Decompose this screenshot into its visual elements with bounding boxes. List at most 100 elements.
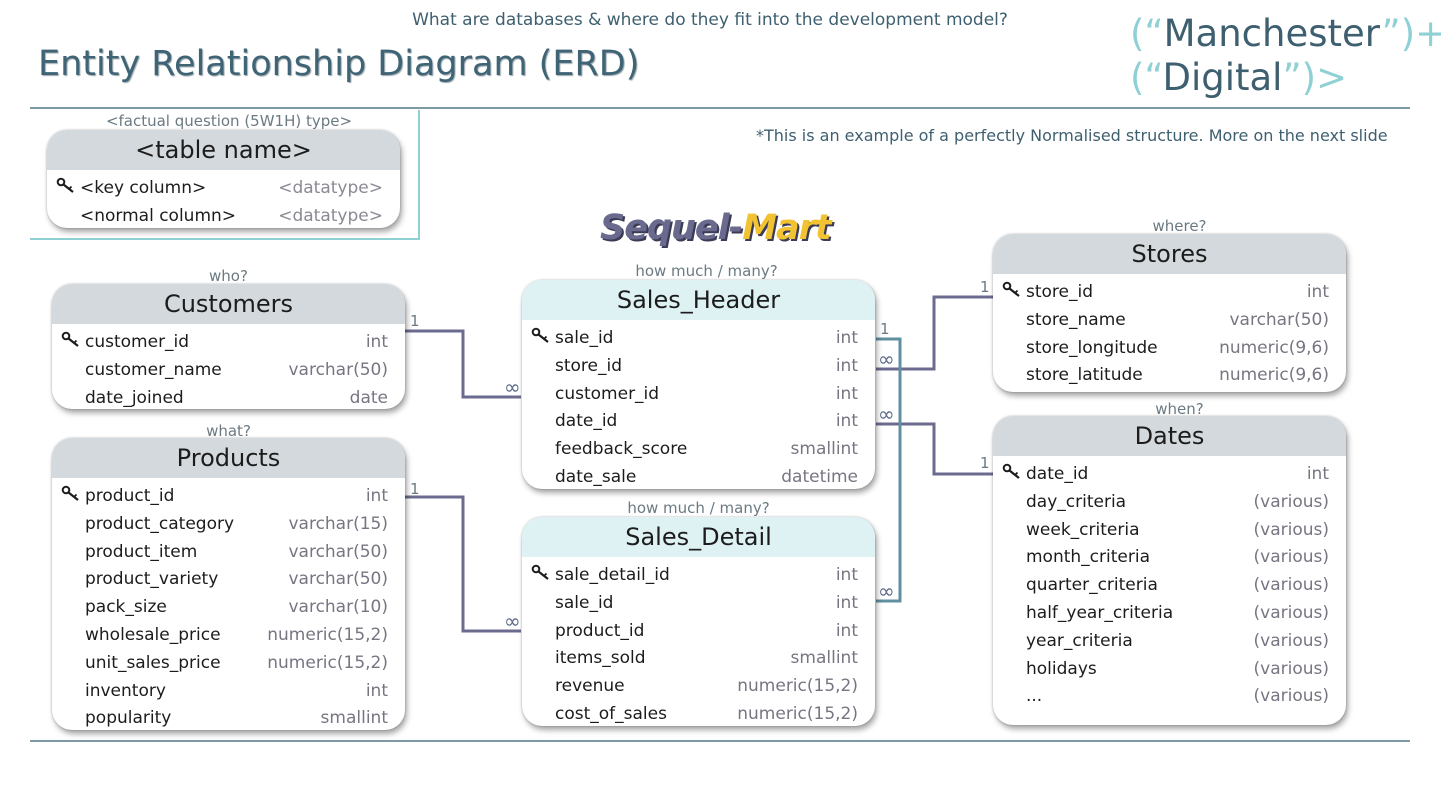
- primary-key-icon: [530, 325, 552, 353]
- table-row: half_year_criteria (various): [993, 600, 1346, 628]
- rel-customers-salesheader: [404, 329, 521, 399]
- column-name: sale_id: [555, 328, 614, 348]
- logo-part-1: Sequel-: [600, 208, 743, 248]
- column-name: holidays: [1026, 658, 1097, 679]
- column-datatype: (various): [1253, 602, 1330, 623]
- table-row: <key column><datatype>: [47, 175, 400, 203]
- stores-question: where?: [1152, 217, 1207, 235]
- card-products-one: 1: [410, 480, 420, 498]
- table-row: customer_name varchar(50): [52, 357, 405, 385]
- sequel-mart-logo: Sequel-Mart: [600, 208, 832, 248]
- primary-key-icon: [60, 329, 82, 357]
- table-row: holidays (various): [993, 656, 1346, 684]
- column-name: revenue: [555, 676, 625, 697]
- column-datatype: varchar(50): [1229, 309, 1329, 330]
- card-salesdetail-many-sale: ∞: [878, 579, 895, 603]
- legend-table: <table name> <key column><datatype><norm…: [47, 130, 400, 228]
- primary-key-icon: [1001, 279, 1023, 307]
- logo-part-2: Mart: [742, 208, 831, 248]
- table-row: <normal column> <datatype>: [47, 203, 400, 228]
- card-salesheader-many-date: ∞: [878, 402, 895, 426]
- column-name: half_year_criteria: [1026, 602, 1174, 623]
- column-name: product_variety: [85, 569, 219, 590]
- column-name: store_longitude: [1026, 337, 1158, 358]
- column-name: product_id: [555, 620, 645, 641]
- brand-word-1: Manchester: [1163, 12, 1382, 55]
- column-datatype: int: [365, 332, 388, 352]
- column-name: month_criteria: [1026, 547, 1150, 568]
- column-datatype: <datatype>: [278, 205, 383, 226]
- table-row: date_sale datetime: [522, 464, 875, 489]
- column-datatype: (various): [1253, 658, 1330, 679]
- column-datatype: int: [835, 565, 858, 585]
- column-datatype: int: [835, 355, 858, 376]
- card-stores-one: 1: [980, 278, 990, 296]
- column-datatype: datetime: [781, 466, 858, 487]
- legend-caption: <factual question (5W1H) type>: [105, 112, 353, 130]
- customers-question: who?: [209, 267, 248, 285]
- table-row: sale_id int: [522, 590, 875, 618]
- sales-header-table-name: Sales_Header: [522, 280, 875, 320]
- column-datatype: date: [349, 387, 388, 408]
- column-datatype: numeric(15,2): [737, 703, 858, 724]
- column-datatype: varchar(50): [288, 359, 388, 380]
- card-dates-one: 1: [980, 454, 990, 472]
- column-datatype: smallint: [320, 708, 388, 729]
- column-datatype: int: [835, 411, 858, 432]
- column-datatype: int: [835, 592, 858, 613]
- column-datatype: varchar(15): [288, 513, 388, 534]
- table-row: year_criteria(various): [993, 628, 1346, 656]
- column-name: sale_id: [555, 592, 614, 613]
- products-question: what?: [206, 422, 251, 440]
- column-name: ...: [1026, 686, 1043, 707]
- column-name: date_sale: [555, 466, 637, 487]
- table-row: month_criteria (various): [993, 544, 1346, 572]
- column-datatype: numeric(15,2): [267, 624, 388, 645]
- table-row: product_id int: [52, 483, 405, 511]
- column-datatype: int: [365, 486, 388, 506]
- primary-key-icon: [60, 483, 82, 511]
- column-name: <key column>: [80, 178, 207, 198]
- column-name: items_sold: [555, 648, 646, 669]
- column-datatype: numeric(9,6): [1219, 365, 1329, 386]
- brand-close-1: ”)+: [1381, 12, 1441, 55]
- column-datatype: varchar(50): [288, 541, 388, 562]
- header-divider: [30, 107, 1410, 109]
- rel-salesheader-salesdetail: [876, 337, 902, 603]
- column-name: customer_name: [85, 359, 222, 380]
- column-name: year_criteria: [1026, 630, 1133, 651]
- column-name: customer_id: [85, 332, 190, 352]
- column-name: store_name: [1026, 309, 1126, 330]
- brand-open-1: (“: [1130, 12, 1164, 55]
- brand-close-2: ”)>: [1282, 56, 1348, 99]
- table-row: day_criteria(various): [993, 489, 1346, 517]
- column-name: product_id: [85, 486, 175, 506]
- column-name: <normal column>: [80, 205, 237, 226]
- table-row: product_item varchar(50): [52, 539, 405, 567]
- column-datatype: (various): [1253, 547, 1330, 568]
- card-customers-one: 1: [410, 312, 420, 330]
- brand-open-2: (“: [1130, 56, 1163, 99]
- stores-table-name: Stores: [993, 234, 1346, 274]
- slide-subtitle: What are databases & where do they fit i…: [412, 10, 1008, 30]
- column-name: wholesale_price: [85, 624, 221, 645]
- column-name: product_item: [85, 541, 198, 562]
- card-salesheader-many-store: ∞: [878, 347, 895, 371]
- rel-stores-salesheader: [876, 295, 995, 371]
